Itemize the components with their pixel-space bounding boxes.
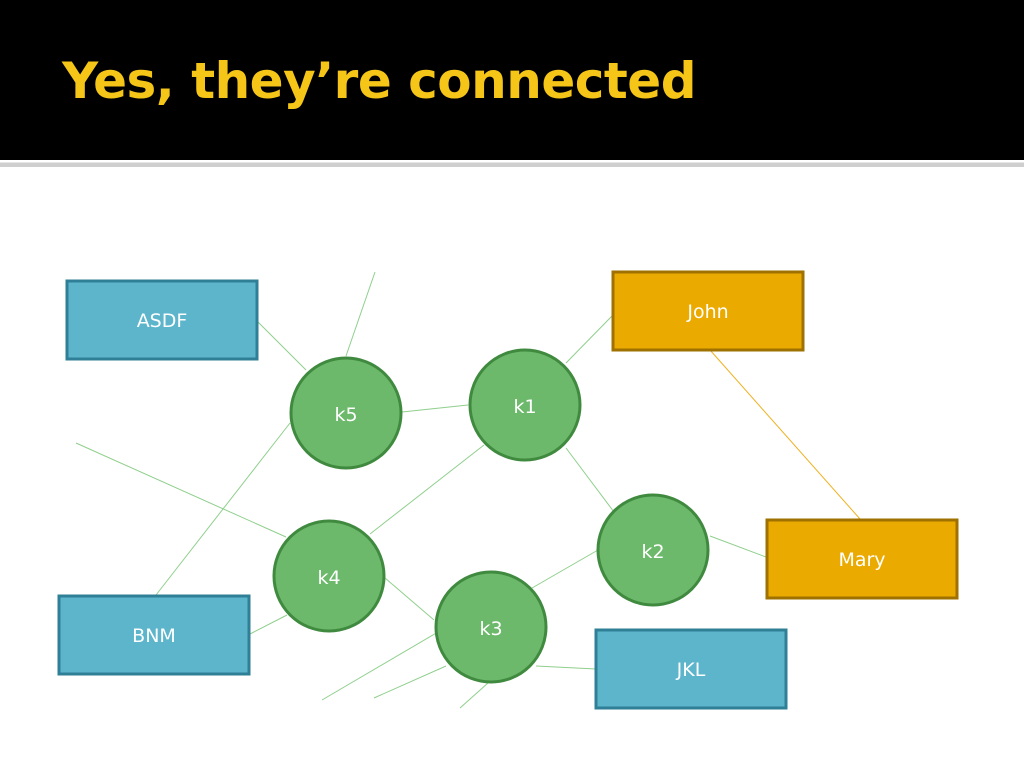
title-divider xyxy=(0,162,1024,167)
edge-k4-bnm xyxy=(249,614,288,635)
edge-k3-jkl xyxy=(535,665,597,670)
key-k3: k3 xyxy=(434,570,548,684)
entity-mary: Mary xyxy=(765,518,959,600)
edge-k2-mary xyxy=(709,535,767,558)
entity-bnm-label: BNM xyxy=(132,625,176,647)
entity-mary-label: Mary xyxy=(838,549,885,571)
edge-k3-dangling-a xyxy=(321,631,439,701)
entity-john-label: John xyxy=(686,301,728,323)
entity-jkl-label: JKL xyxy=(676,659,706,681)
key-k2-label: k2 xyxy=(641,541,664,563)
entity-asdf-label: ASDF xyxy=(137,310,188,332)
edges xyxy=(75,271,767,709)
key-k3-label: k3 xyxy=(479,618,502,640)
title-bar: Yes, they’re connected xyxy=(0,0,1024,160)
key-k5: k5 xyxy=(289,356,403,470)
key-k1-label: k1 xyxy=(513,396,536,418)
edge-k5-k1 xyxy=(401,404,469,413)
edge-k3-k2 xyxy=(531,549,599,589)
edge-dangling-left-k4 xyxy=(75,442,287,538)
entity-john: John xyxy=(611,270,805,352)
edge-k1-k2 xyxy=(565,447,615,513)
edge-john-mary xyxy=(709,349,861,520)
key-k4: k4 xyxy=(272,519,386,633)
entity-bnm: BNM xyxy=(57,594,251,676)
edge-k3-dangling-c xyxy=(459,682,489,709)
entity-asdf: ASDF xyxy=(65,279,259,361)
edge-k1-k4 xyxy=(369,444,485,535)
edge-k3-dangling-b xyxy=(373,665,447,699)
key-k5-label: k5 xyxy=(334,404,357,426)
edge-asdf-k5 xyxy=(257,321,307,371)
edge-k4-k3 xyxy=(384,577,435,621)
slide-title: Yes, they’re connected xyxy=(62,52,697,110)
edge-k5-dangling-top xyxy=(345,271,376,357)
key-k4-label: k4 xyxy=(317,567,340,589)
entity-jkl: JKL xyxy=(594,628,788,710)
key-k1: k1 xyxy=(468,348,582,462)
edge-k1-john xyxy=(565,315,613,364)
key-k2: k2 xyxy=(596,493,710,607)
